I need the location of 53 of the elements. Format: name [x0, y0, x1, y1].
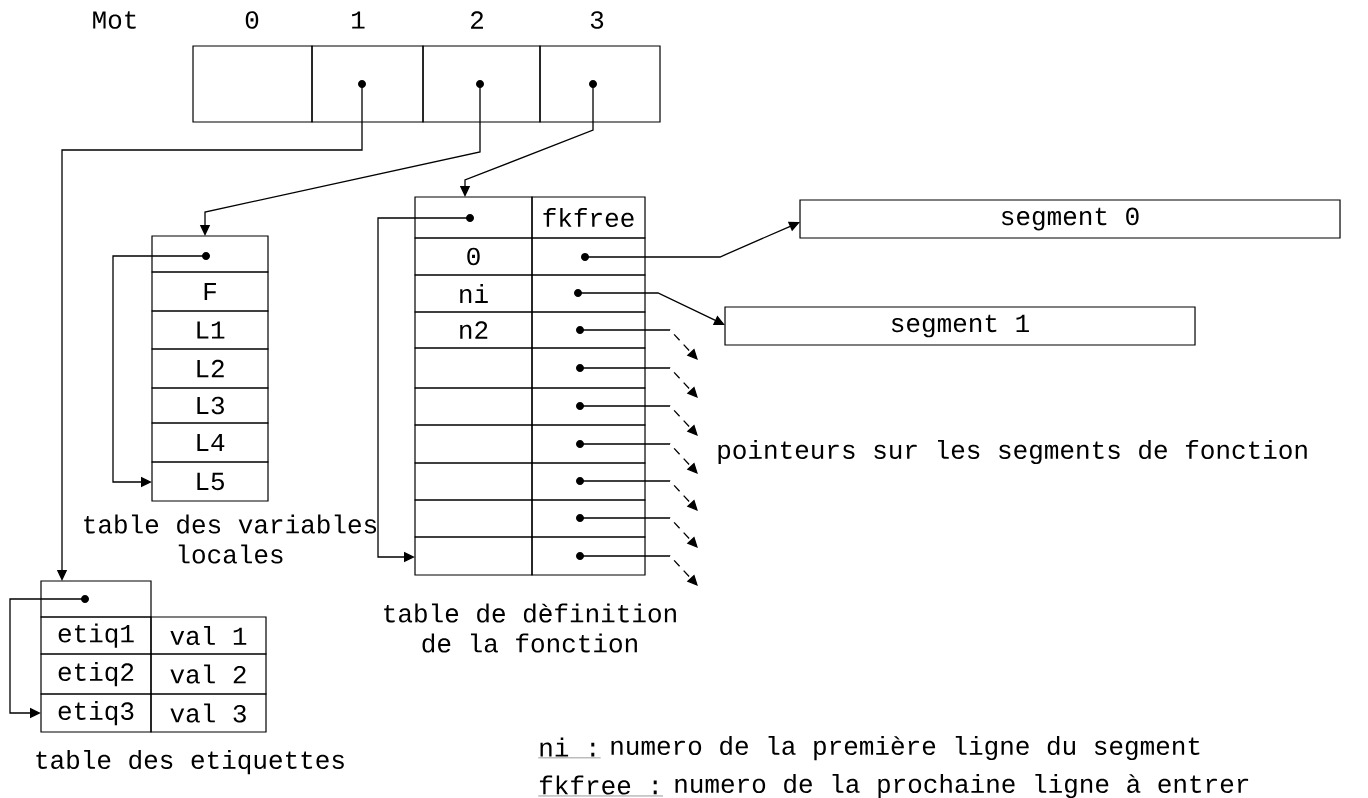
- legend-text: numero de la première ligne du segment: [611, 735, 1200, 761]
- table-cell: [414, 499, 533, 538]
- table-cell: [531, 387, 646, 426]
- table-cell: [414, 536, 533, 576]
- table-cell: [422, 45, 541, 123]
- table-cell: val 1: [150, 616, 267, 655]
- column-number: 2: [471, 11, 483, 29]
- table-cell: [414, 196, 533, 239]
- table-cell: [531, 311, 646, 349]
- table-cell: 0: [414, 237, 533, 276]
- table-cell: [414, 462, 533, 501]
- table-cell: [531, 347, 646, 389]
- table-cell: [531, 424, 646, 464]
- table-cell: L4: [151, 422, 269, 463]
- table-cell: [151, 235, 269, 273]
- table-cell: etiq1: [40, 616, 152, 655]
- table-cell: [531, 237, 646, 276]
- table-cell: [414, 424, 533, 464]
- table-cell: [192, 45, 313, 123]
- column-number: 3: [590, 11, 604, 29]
- table-cell: [40, 580, 152, 618]
- legend-term: fkfree :: [538, 775, 664, 797]
- table-cell: [531, 274, 646, 313]
- legend-text: numero de la prochaine ligne à entrer: [675, 773, 1249, 798]
- table-cell: L5: [151, 461, 269, 502]
- table-cell: F: [151, 271, 269, 312]
- column-heading: Mot: [93, 11, 136, 29]
- column-number: 1: [352, 11, 365, 29]
- table-cell: val 3: [150, 693, 267, 733]
- table-caption: table des etiquettes: [36, 749, 344, 775]
- table-cell: L2: [151, 348, 269, 389]
- table-cell: etiq2: [40, 653, 152, 695]
- table-cell: etiq3: [40, 693, 152, 733]
- table-cell: val 2: [150, 653, 267, 695]
- table-cell: L1: [151, 310, 269, 350]
- table-cell: [531, 499, 646, 538]
- legend-term: ni :: [538, 737, 601, 759]
- table-cell: [531, 462, 646, 501]
- segment-box: segment 1: [724, 306, 1196, 346]
- column-number: 0: [245, 11, 259, 29]
- table-caption: table de dèfinition de la fonction: [384, 603, 676, 653]
- table-cell: fkfree: [531, 196, 646, 239]
- table-cell: L3: [151, 387, 269, 424]
- table-cell: n2: [414, 311, 533, 349]
- segment-box: segment 0: [799, 199, 1341, 239]
- table-cell: [414, 347, 533, 389]
- table-cell: ni: [414, 274, 533, 313]
- note: pointeurs sur les segments de fonction: [718, 439, 1307, 465]
- table-cell: [414, 387, 533, 426]
- table-cell: [539, 45, 661, 123]
- table-cell: [531, 536, 646, 576]
- table-cell: [311, 45, 424, 123]
- table-caption: table des variables locales: [84, 514, 377, 564]
